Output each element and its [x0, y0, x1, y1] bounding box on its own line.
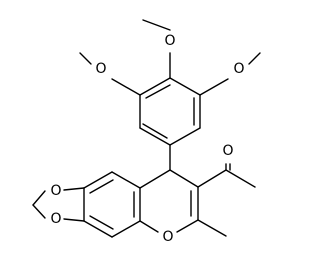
bond	[32, 190, 46, 206]
o-dioxole-bottom: O	[50, 211, 61, 227]
o-dioxole-top: O	[50, 183, 61, 199]
bond	[142, 19, 171, 31]
bond-lines	[32, 19, 261, 238]
bond	[169, 77, 201, 96]
bond	[111, 171, 141, 189]
chemical-structure-diagram: O O O O O O O	[32, 19, 261, 245]
bond	[197, 219, 227, 237]
bond	[139, 220, 159, 233]
bond	[32, 204, 46, 219]
bond	[139, 77, 171, 96]
atom-labels: O O O O O O O	[50, 33, 244, 245]
bond	[139, 127, 171, 146]
bond	[63, 187, 85, 191]
bond	[63, 218, 85, 222]
bond	[169, 169, 199, 188]
o-methoxy-right: O	[233, 61, 244, 77]
bond	[225, 169, 256, 188]
bond	[139, 169, 171, 189]
bond	[248, 52, 261, 65]
bond	[83, 220, 113, 238]
bond	[111, 220, 141, 238]
bond	[199, 78, 229, 96]
bond	[89, 179, 114, 194]
bond	[197, 169, 227, 188]
bond	[145, 84, 171, 99]
o-pyran: O	[162, 229, 173, 245]
bond	[169, 127, 201, 146]
bond	[89, 215, 114, 230]
o-ketone: O	[222, 143, 233, 159]
bond	[111, 78, 141, 96]
bond	[142, 123, 168, 139]
bond	[176, 219, 199, 233]
o-methoxy-top: O	[164, 33, 175, 49]
bond	[83, 171, 113, 189]
bond	[79, 52, 92, 65]
o-methoxy-left: O	[95, 61, 106, 77]
